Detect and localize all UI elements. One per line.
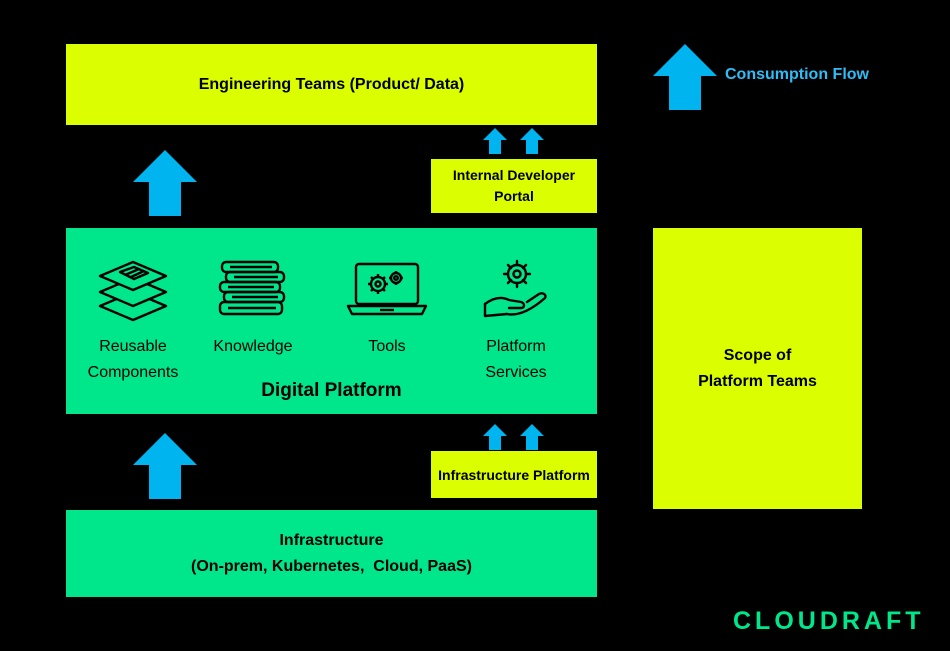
platform-item-reusable-components: Reusable Components bbox=[73, 258, 193, 386]
infrastructure-line2: (On-prem, Kubernetes, Cloud, PaaS) bbox=[191, 557, 472, 575]
scope-line1: Scope of bbox=[723, 346, 792, 364]
legend-arrow-icon bbox=[653, 44, 717, 110]
small-up-arrow-icon bbox=[483, 424, 507, 450]
item-label-line2: Services bbox=[485, 364, 547, 381]
item-label-line1: Platform bbox=[486, 338, 546, 355]
infrastructure-platform-label: Infrastructure Platform bbox=[438, 466, 590, 483]
consumption-flow-label: Consumption Flow bbox=[725, 66, 869, 83]
books-icon bbox=[218, 260, 286, 316]
laptop-gears-icon bbox=[346, 262, 428, 316]
item-label-line2: Components bbox=[87, 364, 179, 381]
engineering-teams-label: Engineering Teams (Product/ Data) bbox=[198, 75, 465, 93]
scope-line2: Platform Teams bbox=[698, 372, 817, 390]
scope-of-platform-teams-box: Scope of Platform Teams bbox=[653, 228, 862, 509]
engineering-teams-box: Engineering Teams (Product/ Data) bbox=[66, 44, 597, 125]
platform-item-tools: Tools bbox=[327, 258, 447, 360]
digital-platform-title: Digital Platform bbox=[261, 380, 402, 401]
item-label-line1: Knowledge bbox=[213, 338, 293, 355]
large-up-arrow-icon bbox=[133, 150, 197, 216]
platform-item-platform-services: Platform Services bbox=[456, 258, 576, 386]
layers-icon bbox=[98, 260, 168, 322]
small-up-arrow-icon bbox=[520, 128, 544, 154]
item-label-line1: Reusable bbox=[99, 338, 167, 355]
hand-gear-icon bbox=[483, 259, 547, 318]
cloudraft-logo: CLOUDRAFT bbox=[733, 607, 925, 635]
small-up-arrow-icon bbox=[520, 424, 544, 450]
internal-developer-portal-box: Internal Developer Portal bbox=[431, 159, 597, 213]
idp-line1: Internal Developer bbox=[452, 167, 576, 183]
platform-item-knowledge: Knowledge bbox=[193, 258, 313, 360]
digital-platform-box: Reusable Components Knowledge bbox=[66, 228, 597, 414]
small-up-arrow-icon bbox=[483, 128, 507, 154]
infrastructure-line1: Infrastructure bbox=[279, 531, 384, 549]
large-up-arrow-icon bbox=[133, 433, 197, 499]
infrastructure-box: Infrastructure (On-prem, Kubernetes, Clo… bbox=[66, 510, 597, 597]
infrastructure-platform-box: Infrastructure Platform bbox=[431, 451, 597, 498]
idp-line2: Portal bbox=[494, 188, 534, 204]
item-label-line1: Tools bbox=[368, 338, 406, 355]
